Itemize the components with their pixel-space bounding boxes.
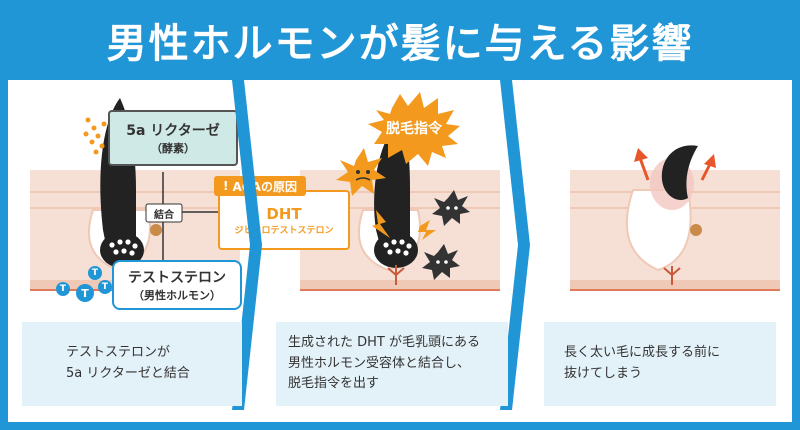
dht-molecule-dark-icon-2 <box>422 244 460 280</box>
order-label-text: 脱毛指令 <box>386 121 442 137</box>
dht-molecule-icon <box>336 148 386 196</box>
caption-text: テストステロンが 5a リクターゼと結合 <box>66 345 190 381</box>
caption-text: 生成された DHT が毛乳頭にある 男性ホルモン受容体と結合し、 脱毛指令を出す <box>288 334 480 392</box>
arrow-up-icon-2 <box>700 154 716 181</box>
dht-sub: ジヒドロテストステロン <box>234 225 334 236</box>
hair-strand-panel2 <box>374 120 410 245</box>
molecule-icon: T <box>56 282 70 296</box>
hormone-label-box: テストステロン （男性ホルモン） <box>112 260 242 310</box>
enzyme-label-box: 5a リクターゼ （酵素） <box>108 110 238 166</box>
enzyme-blob-icon-3 <box>690 224 702 236</box>
bind-label-text: 結合 <box>154 209 174 221</box>
burst-shape <box>368 92 460 166</box>
hormone-name: テストステロン <box>128 270 226 286</box>
order-label: 脱毛指令 <box>378 116 450 140</box>
skin-layer-panel3 <box>570 170 780 291</box>
illustration-panel: 5a リクターゼ （酵素） 結合 テストステロン （男性ホルモン） T T T … <box>8 80 792 422</box>
enzyme-dots <box>83 117 107 155</box>
molecule-icon: T <box>88 266 102 280</box>
molecule-icon: T <box>98 280 112 294</box>
page-title: 男性ホルモンが髪に与える影響 <box>106 21 694 67</box>
dht-molecule-dark-icon <box>432 190 470 226</box>
enzyme-name: 5a リクターゼ <box>126 123 220 139</box>
enzyme-sub: （酵素） <box>151 142 195 155</box>
arrow-up-icon <box>634 148 650 181</box>
caption-text: 長く太い毛に成長する前に 抜けてしまう <box>564 345 721 381</box>
caption-panel3: 長く太い毛に成長する前に 抜けてしまう <box>544 322 776 406</box>
alert-icon: ! <box>223 179 229 193</box>
chevron-divider-2 <box>500 80 530 410</box>
chevron-divider-1 <box>232 80 262 410</box>
caption-panel1: テストステロンが 5a リクターゼと結合 <box>22 322 242 406</box>
molecule-icon: T <box>76 284 94 302</box>
bind-label: 結合 <box>146 204 182 222</box>
dht-name: DHT <box>266 204 302 223</box>
caption-panel2: 生成された DHT が毛乳頭にある 男性ホルモン受容体と結合し、 脱毛指令を出す <box>276 322 508 406</box>
hormone-sub: （男性ホルモン） <box>133 289 221 302</box>
falling-hair-icon <box>661 145 698 200</box>
enzyme-blob-icon <box>150 224 162 236</box>
illustration-canvas <box>30 92 780 291</box>
lightning-icon-2 <box>418 220 436 240</box>
